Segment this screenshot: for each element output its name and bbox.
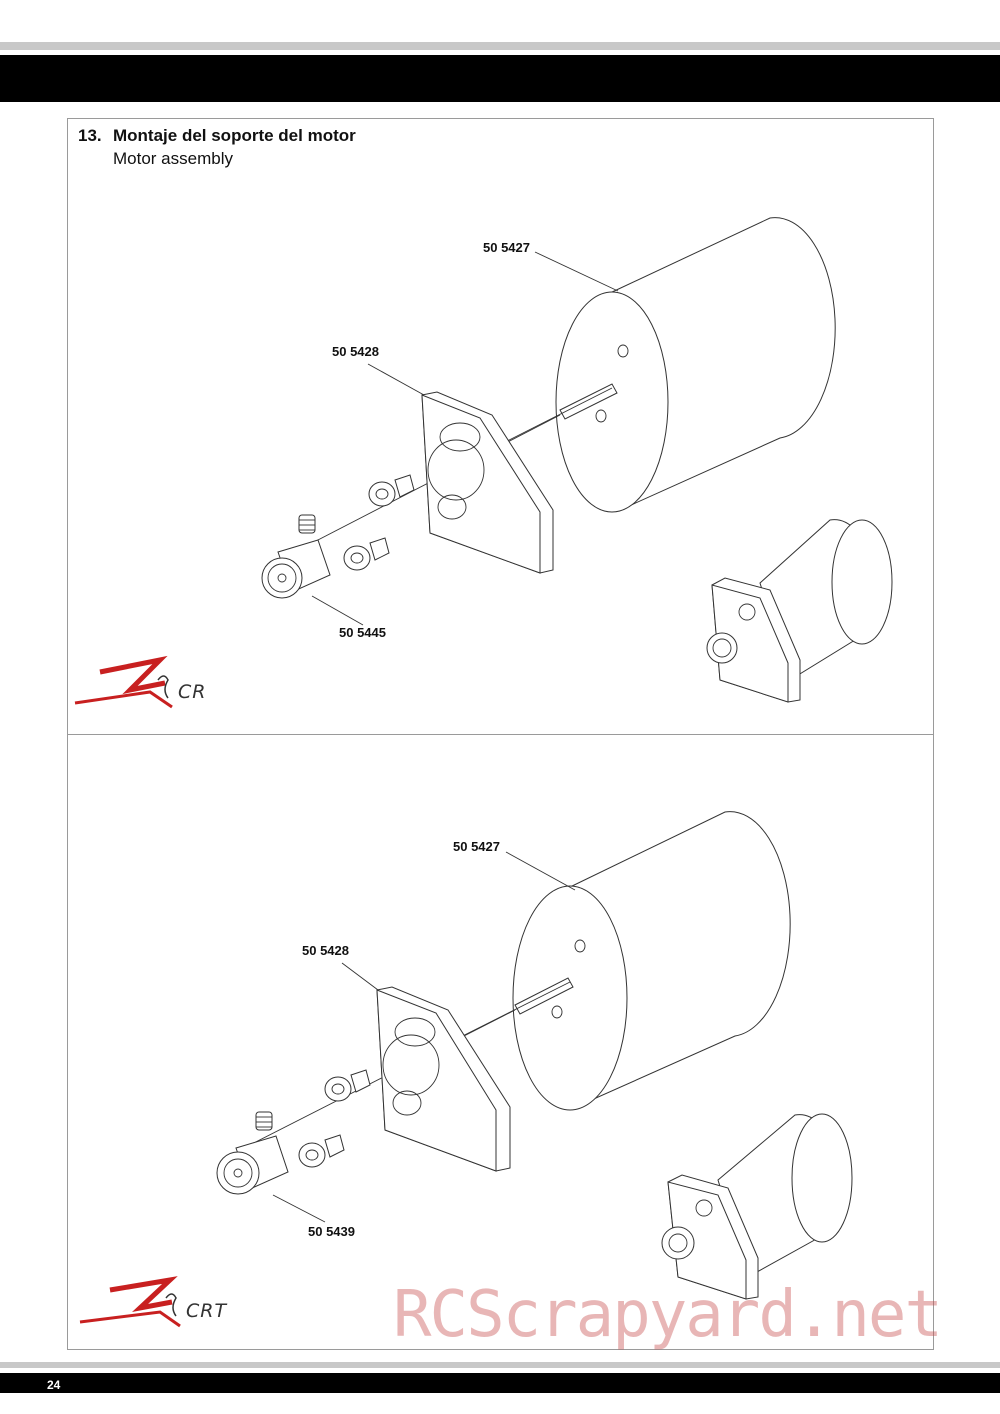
motor-mount xyxy=(376,986,511,1172)
z18cr-logo xyxy=(74,655,173,709)
bottom-exploded-view xyxy=(79,811,853,1328)
step-heading: 13. Montaje del soporte del motor xyxy=(78,126,356,146)
mount-screw-1 xyxy=(324,1069,371,1102)
top-exploded-view xyxy=(74,217,893,709)
label-motor-bottom: 50 5427 xyxy=(453,839,500,854)
motor-can xyxy=(512,811,791,1111)
mount-screw-2 xyxy=(343,537,390,571)
step-subtitle: Motor assembly xyxy=(113,149,233,168)
label-motor-top: 50 5427 xyxy=(483,240,530,255)
top-grey-rule xyxy=(0,42,1000,50)
motor-can xyxy=(555,217,836,513)
mount-screw-1 xyxy=(368,474,415,507)
mount-screw-2 xyxy=(298,1134,345,1168)
assembled-motor-small xyxy=(661,1113,853,1300)
pinion-gear xyxy=(216,1135,289,1195)
footer-bar xyxy=(0,1373,1000,1393)
footer-grey-rule xyxy=(0,1362,1000,1368)
set-screw xyxy=(298,514,316,534)
label-mount-bottom: 50 5428 xyxy=(302,943,349,958)
label-mount-top: 50 5428 xyxy=(332,344,379,359)
motor-mount xyxy=(421,391,554,574)
assembled-motor-small xyxy=(706,519,893,703)
set-screw xyxy=(255,1111,273,1131)
step-title: Montaje del soporte del motor xyxy=(113,126,356,145)
logo-suffix-top: CR xyxy=(178,681,207,703)
step-number: 13. xyxy=(78,126,102,145)
label-pinion-bottom: 50 5439 xyxy=(308,1224,355,1239)
logo-suffix-bottom: CRT xyxy=(186,1300,228,1322)
page-number: 24 xyxy=(47,1378,61,1392)
z18crt-logo xyxy=(79,1276,181,1328)
label-pinion-top: 50 5445 xyxy=(339,625,386,640)
pinion-gear xyxy=(261,539,331,599)
header-bar xyxy=(0,55,1000,102)
watermark: RCScrapyard.net xyxy=(393,1278,943,1352)
